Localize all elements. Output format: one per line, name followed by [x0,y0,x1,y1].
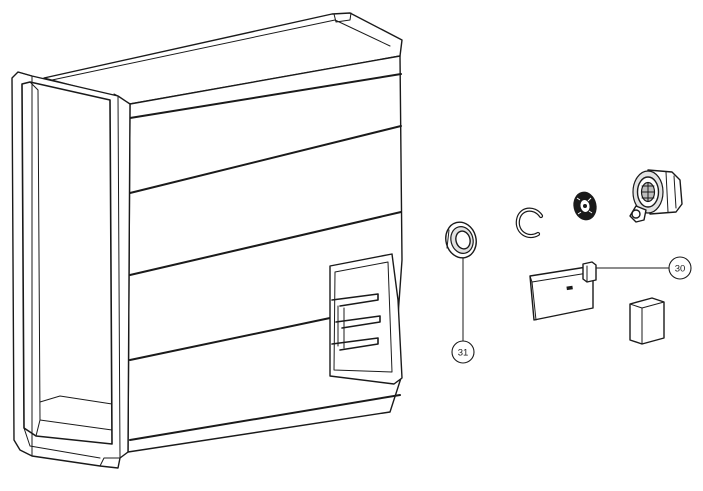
bracket-plate [329,253,403,385]
loose-block [629,297,665,345]
callout-31: 31 [451,258,475,364]
callout-30: 30 [596,256,692,280]
housing-side-panel [127,55,403,453]
part-30-circuit-board [529,261,597,321]
housing-groove-3 [129,211,402,276]
retaining-clip [515,207,544,239]
connector-plug [629,169,683,223]
housing-groove-2 [129,125,402,194]
housing-bracket [329,253,403,385]
cabinet-housing [11,12,403,469]
grommet [573,191,597,221]
part-31-seal-ring [445,221,477,259]
housing-groove-5 [129,394,401,441]
housing-groove-1 [129,73,402,119]
housing-groove-4 [129,317,331,361]
callout-30-label: 30 [675,264,686,275]
callout-31-label: 31 [458,348,469,359]
